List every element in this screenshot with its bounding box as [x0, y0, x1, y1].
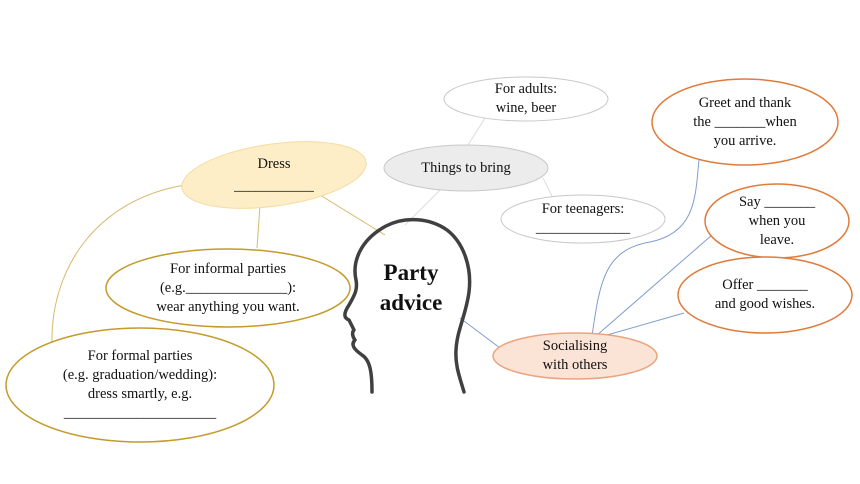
formal-line2: (e.g. graduation/wedding):: [62, 367, 218, 383]
formal-line1: For formal parties: [87, 348, 193, 364]
teens-line2: _____________: [535, 220, 631, 236]
informal-ellipse-shape: [105, 248, 351, 328]
informal-line3: wear anything you want.: [156, 298, 300, 315]
say-line3: leave.: [759, 231, 795, 248]
offer-line2: and good wishes.: [714, 296, 816, 312]
central-title: Party advice: [368, 258, 454, 318]
informal-line2: (e.g.______________):: [159, 279, 297, 296]
social-line2: with others: [542, 357, 608, 373]
connector-social-say: [595, 234, 713, 337]
informal-parties-node: For informal parties (e.g.______________…: [106, 249, 350, 327]
teenagers-node: For teenagers: _____________: [501, 195, 665, 243]
dress-label: Dress: [257, 155, 291, 172]
formal-line4: _____________________: [63, 405, 217, 421]
connector-social-offer: [599, 312, 685, 338]
head-silhouette-icon: [343, 217, 472, 394]
connector-head-social: [459, 317, 501, 349]
things-label: Things to bring: [421, 159, 511, 176]
adults-ellipse-shape: [443, 76, 609, 122]
adults-line1: For adults:: [494, 81, 558, 97]
things-ellipse-shape: [383, 144, 549, 192]
connector-dress-informal: [256, 204, 261, 249]
greet-line1: Greet and thank: [698, 94, 792, 111]
formal-line3: dress smartly, e.g.: [87, 386, 193, 402]
formal-parties-node: For formal parties (e.g. graduation/wedd…: [6, 328, 274, 442]
socialising-node: Socialising with others: [493, 333, 657, 379]
teens-ellipse-shape: [500, 194, 666, 244]
formal-ellipse-shape: [5, 327, 275, 443]
informal-line1: For informal parties: [170, 260, 286, 277]
offer-line1: Offer _______: [722, 277, 808, 293]
say-node: Say _______ when you leave.: [705, 184, 849, 258]
dress-node: Dress ___________: [184, 146, 364, 204]
offer-node: Offer _______ and good wishes.: [678, 257, 852, 333]
teens-line1: For teenagers:: [541, 201, 625, 217]
greet-line3: you arrive.: [713, 132, 777, 149]
social-line1: Socialising: [542, 338, 608, 354]
adults-node: For adults: wine, beer: [444, 77, 608, 121]
adults-line2: wine, beer: [495, 100, 557, 116]
central-title-line1: Party: [383, 260, 439, 285]
connector-social-greet: [591, 149, 701, 337]
connector-things-teens: [542, 177, 554, 199]
offer-ellipse-shape: [677, 256, 853, 334]
greet-ellipse-shape: [651, 78, 839, 166]
things-to-bring-node: Things to bring: [384, 145, 548, 191]
dress-blank: ___________: [234, 177, 314, 194]
greet-node: Greet and thank the _______when you arri…: [652, 79, 838, 165]
say-line1: Say _______: [738, 193, 816, 210]
social-ellipse-shape: [492, 332, 658, 380]
connector-dress-formal: [51, 184, 186, 346]
connector-head-dress: [319, 194, 386, 236]
say-line2: when you: [748, 212, 806, 229]
greet-line2: the _______when: [693, 113, 797, 130]
dress-ellipse-shape: [181, 141, 367, 209]
central-title-line2: advice: [379, 290, 443, 315]
